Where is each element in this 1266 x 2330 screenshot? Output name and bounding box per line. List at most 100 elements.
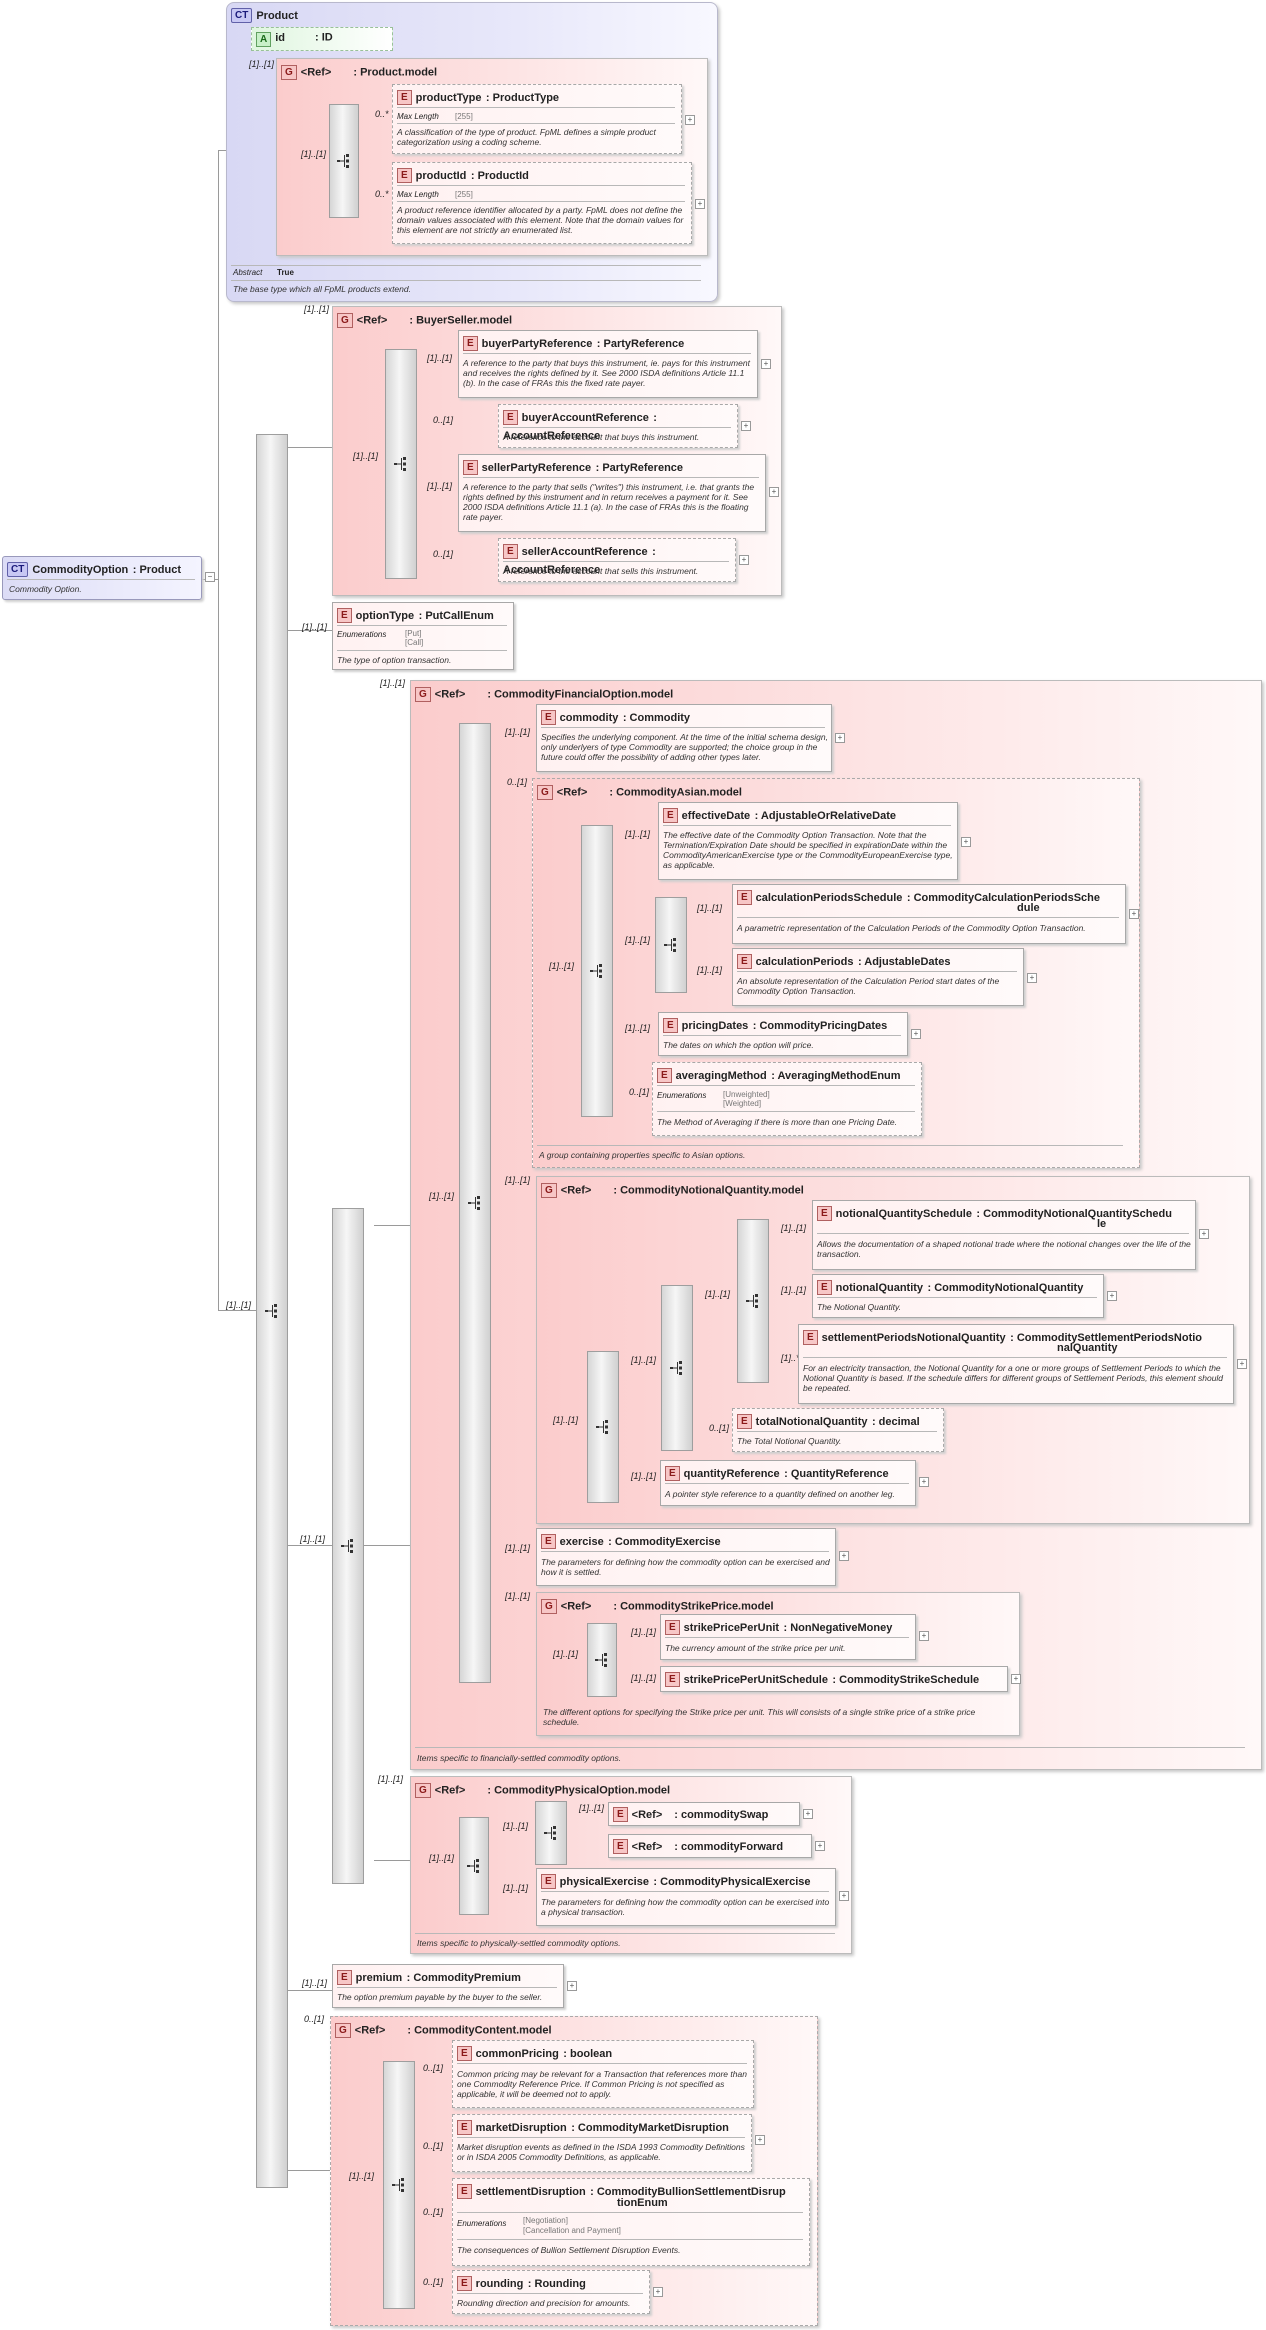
expand-icon[interactable]: + (653, 2287, 663, 2297)
main-sequence-icon[interactable] (256, 434, 288, 2188)
expand-icon[interactable]: + (685, 115, 695, 125)
expand-icon[interactable]: + (1199, 1229, 1209, 1239)
cardinality: [1]..[1] (625, 829, 651, 839)
cardinality: 0..[1] (423, 2277, 444, 2287)
expand-icon[interactable]: + (695, 199, 705, 209)
cardinality: [1]..[1] (505, 1175, 531, 1185)
expand-icon[interactable]: + (839, 1891, 849, 1901)
expand-icon[interactable]: + (961, 837, 971, 847)
facet-value: [Cancellation and Payment] (523, 2226, 621, 2235)
element-icon: E (457, 2120, 472, 2136)
group-doc: A group containing properties specific t… (539, 1150, 746, 1160)
sequence-icon[interactable] (329, 104, 359, 218)
choice-icon[interactable] (332, 1208, 364, 1884)
expand-icon[interactable]: + (1129, 909, 1139, 919)
group-ref: <Ref> (354, 2024, 386, 2037)
expand-icon[interactable]: + (839, 1551, 849, 1561)
choice-icon[interactable] (737, 1219, 769, 1383)
expand-icon[interactable]: + (1011, 1674, 1021, 1684)
group-name: : CommodityFinancialOption.model (487, 688, 674, 701)
element-type-cont: tionEnum (617, 2197, 668, 2209)
expand-icon[interactable]: + (919, 1477, 929, 1487)
expand-icon[interactable]: − (205, 572, 215, 582)
expand-icon[interactable]: + (1107, 1291, 1117, 1301)
expand-icon[interactable]: + (803, 1809, 813, 1819)
expand-icon[interactable]: + (911, 1029, 921, 1039)
element-icon: E (665, 1620, 680, 1636)
sequence-icon[interactable] (661, 1285, 693, 1451)
expand-icon[interactable]: + (919, 1631, 929, 1641)
element-name: calculationPeriodsSchedule (755, 891, 903, 904)
expand-icon[interactable]: + (1237, 1359, 1247, 1369)
cardinality: [1]..[1] (302, 622, 328, 632)
choice-icon[interactable] (655, 897, 687, 993)
choice-icon[interactable] (535, 1801, 567, 1865)
element-name: commonPricing (475, 2047, 559, 2060)
element-doc: The type of option transaction. (337, 655, 452, 665)
cardinality: [1]..[1] (697, 965, 723, 975)
commodity-forward-element[interactable]: E<Ref>: commodityForward + (608, 1834, 825, 1858)
element-ref: <Ref> (631, 1840, 663, 1853)
facet-value: [Negotiation] (523, 2216, 568, 2225)
sequence-icon[interactable] (459, 723, 491, 1683)
expand-icon[interactable]: + (1027, 973, 1037, 983)
expand-icon[interactable]: + (739, 555, 749, 565)
sequence-icon[interactable] (383, 2061, 415, 2309)
id-attr-type: : ID (315, 31, 333, 44)
element-doc: The consequences of Bullion Settlement D… (457, 2245, 681, 2255)
element-name: buyerAccountReference (521, 411, 649, 424)
choice-icon[interactable] (587, 1623, 617, 1697)
expand-icon[interactable]: + (769, 487, 779, 497)
element-icon: E (737, 890, 752, 906)
choice-icon[interactable] (587, 1351, 619, 1503)
expand-icon[interactable]: + (755, 2135, 765, 2145)
element-icon: E (613, 1807, 628, 1823)
sequence-icon[interactable] (459, 1817, 489, 1915)
element-icon: E (503, 410, 518, 426)
cardinality: [1]..[1] (302, 1978, 328, 1988)
element-name: sellerAccountReference (521, 545, 648, 558)
expand-icon[interactable]: + (815, 1841, 825, 1851)
sequence-icon[interactable] (581, 825, 613, 1117)
commodity-swap-element[interactable]: E<Ref>: commoditySwap + (608, 1802, 813, 1826)
expand-icon[interactable]: + (567, 1981, 577, 1991)
expand-icon[interactable]: + (761, 359, 771, 369)
facet-value: [255] (455, 112, 473, 121)
sequence-icon[interactable] (385, 349, 417, 579)
element-doc: The Notional Quantity. (817, 1302, 901, 1312)
element-type: : PartyReference (596, 337, 685, 350)
expand-icon[interactable]: + (741, 421, 751, 431)
expand-icon[interactable]: + (835, 733, 845, 743)
cardinality: 0..* (375, 109, 389, 119)
group-name: : CommodityStrikePrice.model (613, 1600, 774, 1613)
